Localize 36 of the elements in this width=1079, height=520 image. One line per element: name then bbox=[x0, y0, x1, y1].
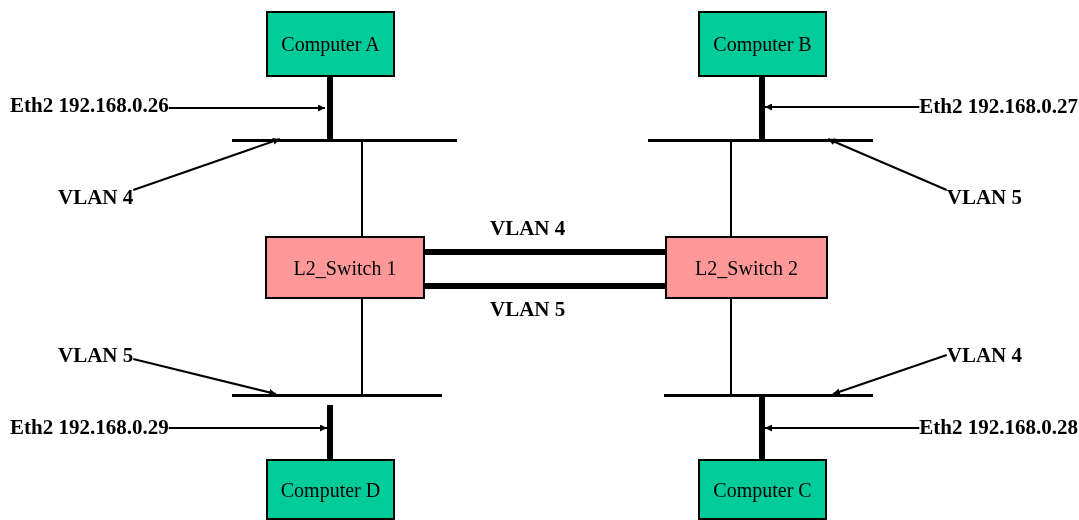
computer-box: Computer A bbox=[266, 11, 395, 77]
callout-label: VLAN 4 bbox=[946, 342, 1022, 370]
link-line bbox=[730, 141, 732, 237]
trunk-link bbox=[759, 77, 765, 139]
link-line bbox=[361, 298, 363, 395]
callout-label: Eth2 192.168.0.28 bbox=[919, 414, 1078, 442]
link-line bbox=[730, 298, 732, 395]
computer-box: Computer D bbox=[266, 459, 395, 520]
callout-label: VLAN 5 bbox=[946, 184, 1022, 212]
leader-arrow bbox=[764, 103, 921, 111]
callout-label: Eth2 192.168.0.26 bbox=[10, 92, 169, 120]
computer-box: Computer C bbox=[698, 459, 827, 520]
callout-label: Eth2 192.168.0.27 bbox=[919, 93, 1078, 121]
switch-box: L2_Switch 2 bbox=[665, 236, 828, 299]
switch-box: L2_Switch 1 bbox=[265, 236, 425, 299]
trunk-link bbox=[425, 283, 665, 289]
leader-arrow bbox=[132, 358, 277, 396]
link-line bbox=[361, 141, 363, 237]
callout-label: VLAN 5 bbox=[58, 342, 134, 370]
trunk-link bbox=[327, 77, 333, 139]
trunk-link bbox=[327, 405, 333, 459]
leader-arrow bbox=[827, 138, 948, 191]
leader-arrow bbox=[167, 424, 328, 432]
leader-arrow bbox=[132, 138, 281, 191]
trunk-link bbox=[759, 397, 765, 459]
leader-arrow bbox=[167, 104, 326, 112]
computer-box: Computer B bbox=[698, 11, 827, 77]
trunk-link bbox=[425, 249, 665, 255]
network-segment-bar bbox=[648, 139, 873, 142]
callout-label: Eth2 192.168.0.29 bbox=[10, 414, 169, 442]
leader-arrow bbox=[832, 354, 948, 396]
network-segment-bar bbox=[664, 394, 873, 397]
leader-arrow bbox=[764, 424, 921, 432]
network-segment-bar bbox=[232, 139, 457, 142]
network-segment-bar bbox=[232, 394, 442, 397]
callout-label: VLAN 4 bbox=[58, 184, 134, 212]
